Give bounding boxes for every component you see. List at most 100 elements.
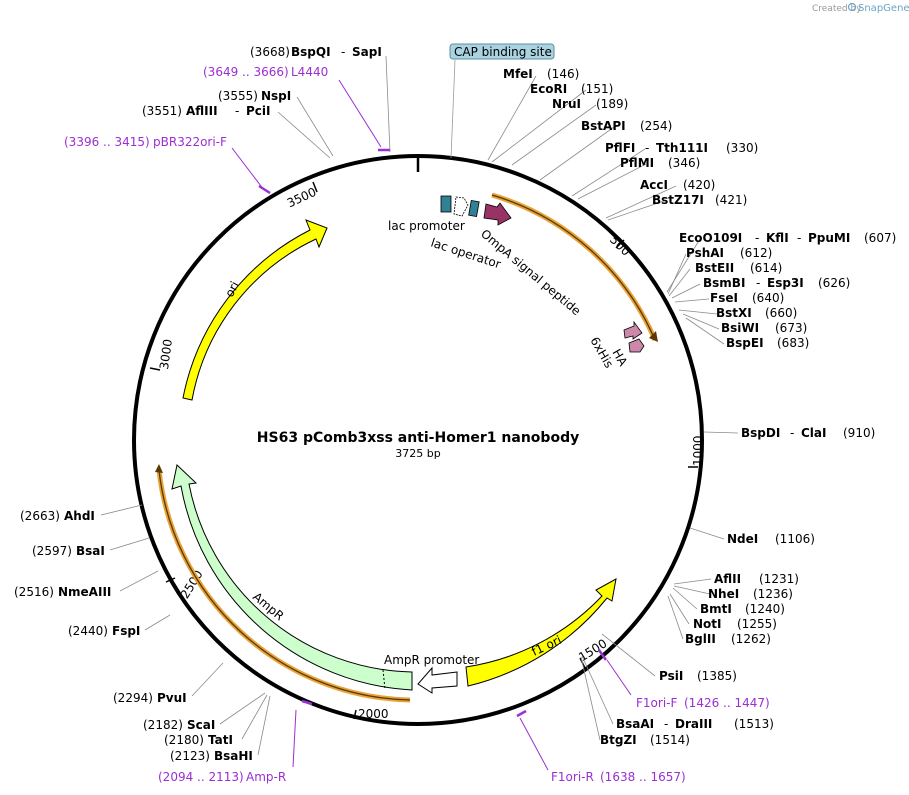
primer-pbr322-name[interactable]: pBR322ori-F <box>153 135 227 149</box>
primer-l4440-range: (3649 .. 3666) <box>203 65 289 79</box>
primer-f1orir-name[interactable]: F1ori-R <box>551 770 594 784</box>
tick-2500 <box>165 577 176 583</box>
ori-feature <box>182 219 328 401</box>
site-tth111i-name[interactable]: Tth111I <box>656 141 708 155</box>
site-psii-name[interactable]: PsiI <box>659 669 683 683</box>
site-pcii-name[interactable]: PciI <box>246 104 271 118</box>
site-nspi-name[interactable]: NspI <box>261 89 291 103</box>
site-bspdi-pos: (910) <box>843 426 875 440</box>
site-nhei-pos: (1236) <box>753 587 793 601</box>
site-pflfi-sep: - <box>645 141 649 155</box>
site-sapi-name[interactable]: SapI <box>352 45 382 59</box>
site-esp3i-name[interactable]: Esp3I <box>767 276 804 290</box>
lac-operator-feature <box>468 199 480 218</box>
site-bglii-name[interactable]: BglII <box>685 632 716 646</box>
ori-label: ori <box>222 279 242 299</box>
ompa-feature <box>483 202 512 226</box>
site-eco0109i-pos: (607) <box>864 231 896 245</box>
site-noti-pos: (1255) <box>737 617 777 631</box>
tick-3000 <box>149 367 161 371</box>
site-ecori-name[interactable]: EcoRI <box>530 82 567 96</box>
site-nmeaiii-pos: (2516) <box>14 585 54 599</box>
watermark-created-by: Created by <box>812 4 862 14</box>
site-nhei-name[interactable]: NheI <box>708 587 739 601</box>
site-ndei-name[interactable]: NdeI <box>727 532 758 546</box>
leader-lines <box>100 55 739 756</box>
site-pshai-pos: (612) <box>740 246 772 260</box>
site-ahdi-name[interactable]: AhdI <box>64 509 95 523</box>
site-bspqi-name[interactable]: BspQI <box>291 45 331 59</box>
primer-f1orif-name[interactable]: F1ori-F <box>636 696 677 710</box>
site-clai-name[interactable]: ClaI <box>801 426 826 440</box>
site-bsteii-name[interactable]: BstEII <box>695 261 734 275</box>
cap-leader <box>450 59 456 159</box>
site-pshai-name[interactable]: PshAI <box>686 246 724 260</box>
site-pflfi-name[interactable]: PflFI <box>605 141 635 155</box>
ompa-label: OmpA signal peptide <box>478 227 583 319</box>
site-bsai-pos: (2597) <box>32 544 72 558</box>
site-bspqi-sep: - <box>341 45 345 59</box>
primer-ampr-range: (2094 .. 2113) <box>158 770 244 784</box>
site-nmeaiii-name[interactable]: NmeAIII <box>58 585 111 599</box>
primer-mark-f1orif <box>597 649 608 661</box>
tick-2000 <box>353 709 357 720</box>
site-bstxi-name[interactable]: BstXI <box>716 306 752 320</box>
site-pflmi-name[interactable]: PflMI <box>620 156 654 170</box>
site-eco0109i-name[interactable]: EcoO109I <box>679 231 742 245</box>
site-aflii-name[interactable]: AflII <box>714 572 741 586</box>
site-fspi-name[interactable]: FspI <box>112 624 140 638</box>
site-fsei-name[interactable]: FseI <box>710 291 738 305</box>
site-bmti-name[interactable]: BmtI <box>700 602 732 616</box>
site-acci-pos: (420) <box>683 178 715 192</box>
site-eco0109i-sep: - <box>755 231 759 245</box>
orf-arc-top-line <box>491 194 656 341</box>
primer-mark-pbr322 <box>258 184 271 195</box>
watermark-brand: SnapGene <box>858 3 909 14</box>
cap-binding-site-label: CAP binding site <box>454 45 552 59</box>
primer-marks <box>258 148 608 718</box>
site-acci-name[interactable]: AccI <box>640 178 668 192</box>
site-bglii-pos: (1262) <box>731 632 771 646</box>
map-length: 3725 bp <box>395 447 440 460</box>
site-afliii-sep: - <box>235 104 239 118</box>
site-bsaai-name[interactable]: BsaAI <box>616 717 654 731</box>
primer-mark-f1orir <box>516 709 527 718</box>
site-bstapi-name[interactable]: BstAPI <box>581 119 626 133</box>
site-bstz17i-name[interactable]: BstZ17I <box>652 193 704 207</box>
site-mfei-name[interactable]: MfeI <box>503 67 533 81</box>
primer-l4440-name[interactable]: L4440 <box>291 65 328 79</box>
site-afliii-name[interactable]: AflIII <box>186 104 218 118</box>
snapgene-logo-icon <box>847 2 857 12</box>
primer-mark-ampr <box>301 699 313 706</box>
site-ecori-pos: (151) <box>581 82 613 96</box>
ampr-promoter-feature <box>417 666 458 694</box>
primer-ampr-name[interactable]: Amp-R <box>246 770 286 784</box>
site-bspei-name[interactable]: BspEI <box>726 336 764 350</box>
site-fsei-pos: (640) <box>752 291 784 305</box>
site-btgzi-pos: (1514) <box>650 733 690 747</box>
site-tati-pos: (2180) <box>164 733 204 747</box>
ticks <box>149 181 698 720</box>
tick-label-500: 500 <box>607 233 633 259</box>
site-nrui-name[interactable]: NruI <box>552 97 581 111</box>
site-pvui-name[interactable]: PvuI <box>157 691 187 705</box>
site-tati-name[interactable]: TatI <box>208 733 233 747</box>
site-kfli-name[interactable]: KflI <box>766 231 789 245</box>
site-bsmbi-name[interactable]: BsmBI <box>703 276 745 290</box>
site-scai-name[interactable]: ScaI <box>187 718 215 732</box>
site-ppumi-name[interactable]: PpuMI <box>808 231 850 245</box>
primer-f1orir-range: (1638 .. 1657) <box>600 770 686 784</box>
site-bspdi-name[interactable]: BspDI <box>741 426 780 440</box>
lac-promoter-label: lac promoter <box>388 219 465 233</box>
site-btgzi-name[interactable]: BtgZI <box>600 733 637 747</box>
tick-label-1000: 1000 <box>691 435 705 466</box>
backbone-circle <box>132 154 704 726</box>
site-draiii-name[interactable]: DraIII <box>675 717 712 731</box>
site-bsteii-pos: (614) <box>750 261 782 275</box>
site-bsiwi-name[interactable]: BsiWI <box>721 321 759 335</box>
site-bsai-name[interactable]: BsaI <box>76 544 105 558</box>
site-noti-name[interactable]: NotI <box>693 617 722 631</box>
site-nspi-pos: (3555) <box>218 89 258 103</box>
site-bsahi-name[interactable]: BsaHI <box>214 749 253 763</box>
